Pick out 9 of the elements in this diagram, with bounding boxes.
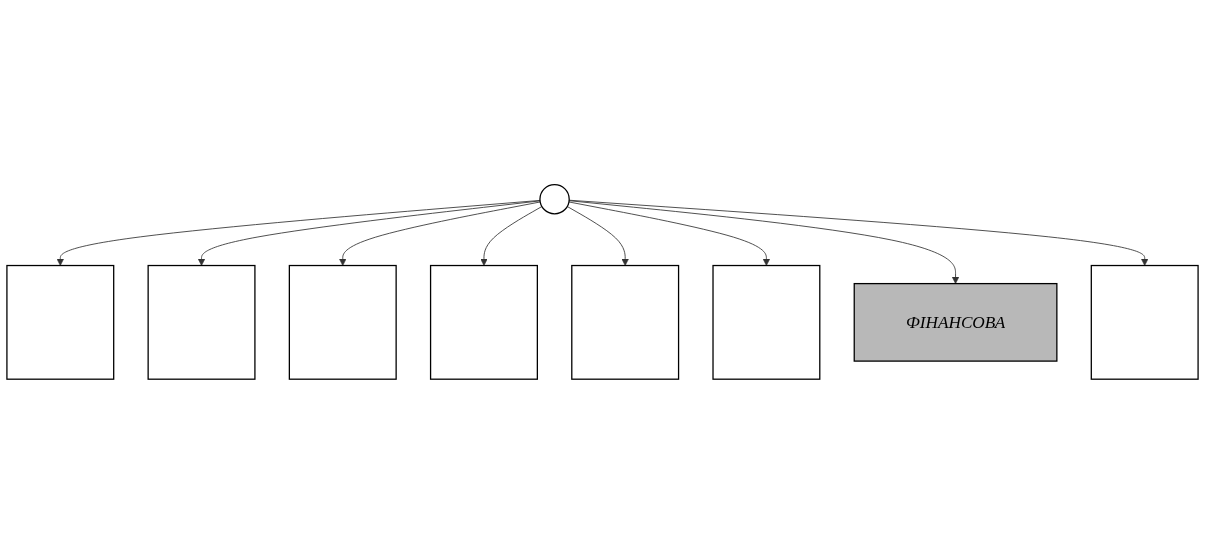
node-box: ФІНАНСОВА bbox=[853, 283, 1058, 363]
node-box bbox=[6, 265, 115, 381]
node-box bbox=[147, 265, 256, 381]
node-ellipse bbox=[539, 184, 570, 215]
node-box bbox=[1090, 265, 1199, 381]
node-box bbox=[712, 265, 821, 381]
node-box bbox=[429, 265, 538, 381]
node-box bbox=[571, 265, 680, 381]
node-box bbox=[288, 265, 397, 381]
